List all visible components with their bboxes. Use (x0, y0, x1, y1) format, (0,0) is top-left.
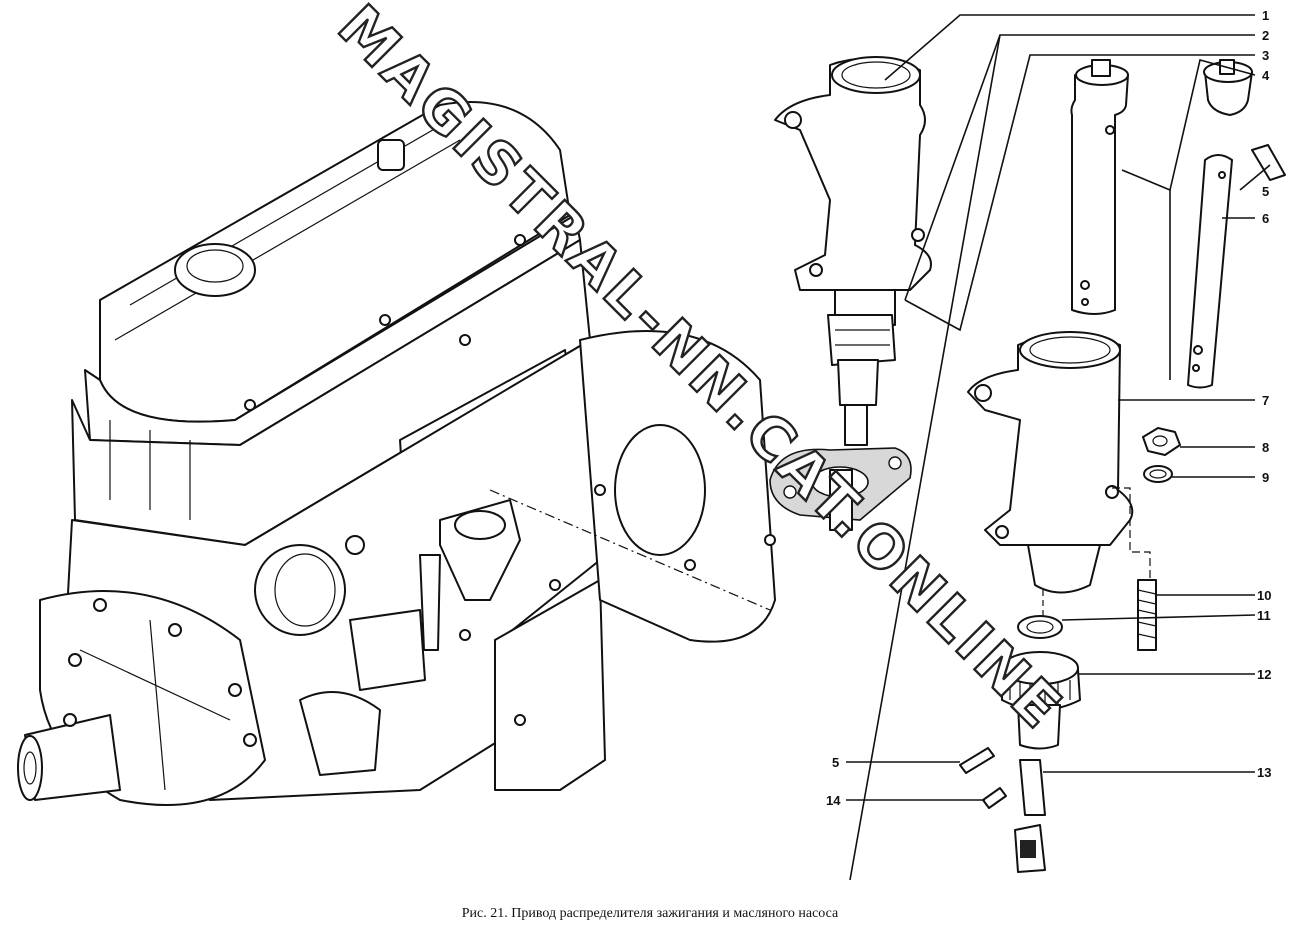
callout-14: 14 (826, 793, 841, 808)
callout-5: 5 (1262, 184, 1269, 199)
pin-14 (982, 787, 1007, 809)
washer-11 (1017, 615, 1063, 639)
washer-9 (1143, 465, 1173, 483)
callout-4: 4 (1262, 68, 1270, 83)
drive-housing-1 (774, 56, 932, 446)
engine-block-illustration (17, 101, 776, 806)
pin-5-lower (959, 747, 995, 774)
callout-6: 6 (1262, 211, 1269, 226)
key-13 (1014, 759, 1046, 873)
callout-13: 13 (1257, 765, 1271, 780)
callout-3: 3 (1262, 48, 1269, 63)
callout-labels: 1 2 3 4 5 6 7 8 9 10 11 12 13 5 14 (826, 8, 1271, 808)
callout-1: 1 (1262, 8, 1269, 23)
callout-5-lower: 5 (832, 755, 839, 770)
callout-10: 10 (1257, 588, 1271, 603)
gasket (769, 447, 912, 531)
shaft-6 (1187, 59, 1286, 389)
callout-9: 9 (1262, 470, 1269, 485)
callout-12: 12 (1257, 667, 1271, 682)
shaft-3 (1070, 59, 1129, 315)
callout-11: 11 (1257, 608, 1271, 623)
callout-8: 8 (1262, 440, 1269, 455)
drive-housing-7 (967, 331, 1134, 594)
stud-10 (1137, 579, 1157, 651)
callout-2: 2 (1262, 28, 1269, 43)
leader-lines (846, 14, 1271, 881)
figure-caption: Рис. 21. Привод распределителя зажигания… (461, 906, 839, 921)
callout-7: 7 (1262, 393, 1269, 408)
nut-8 (1142, 427, 1181, 456)
gear-12 (1001, 651, 1081, 750)
